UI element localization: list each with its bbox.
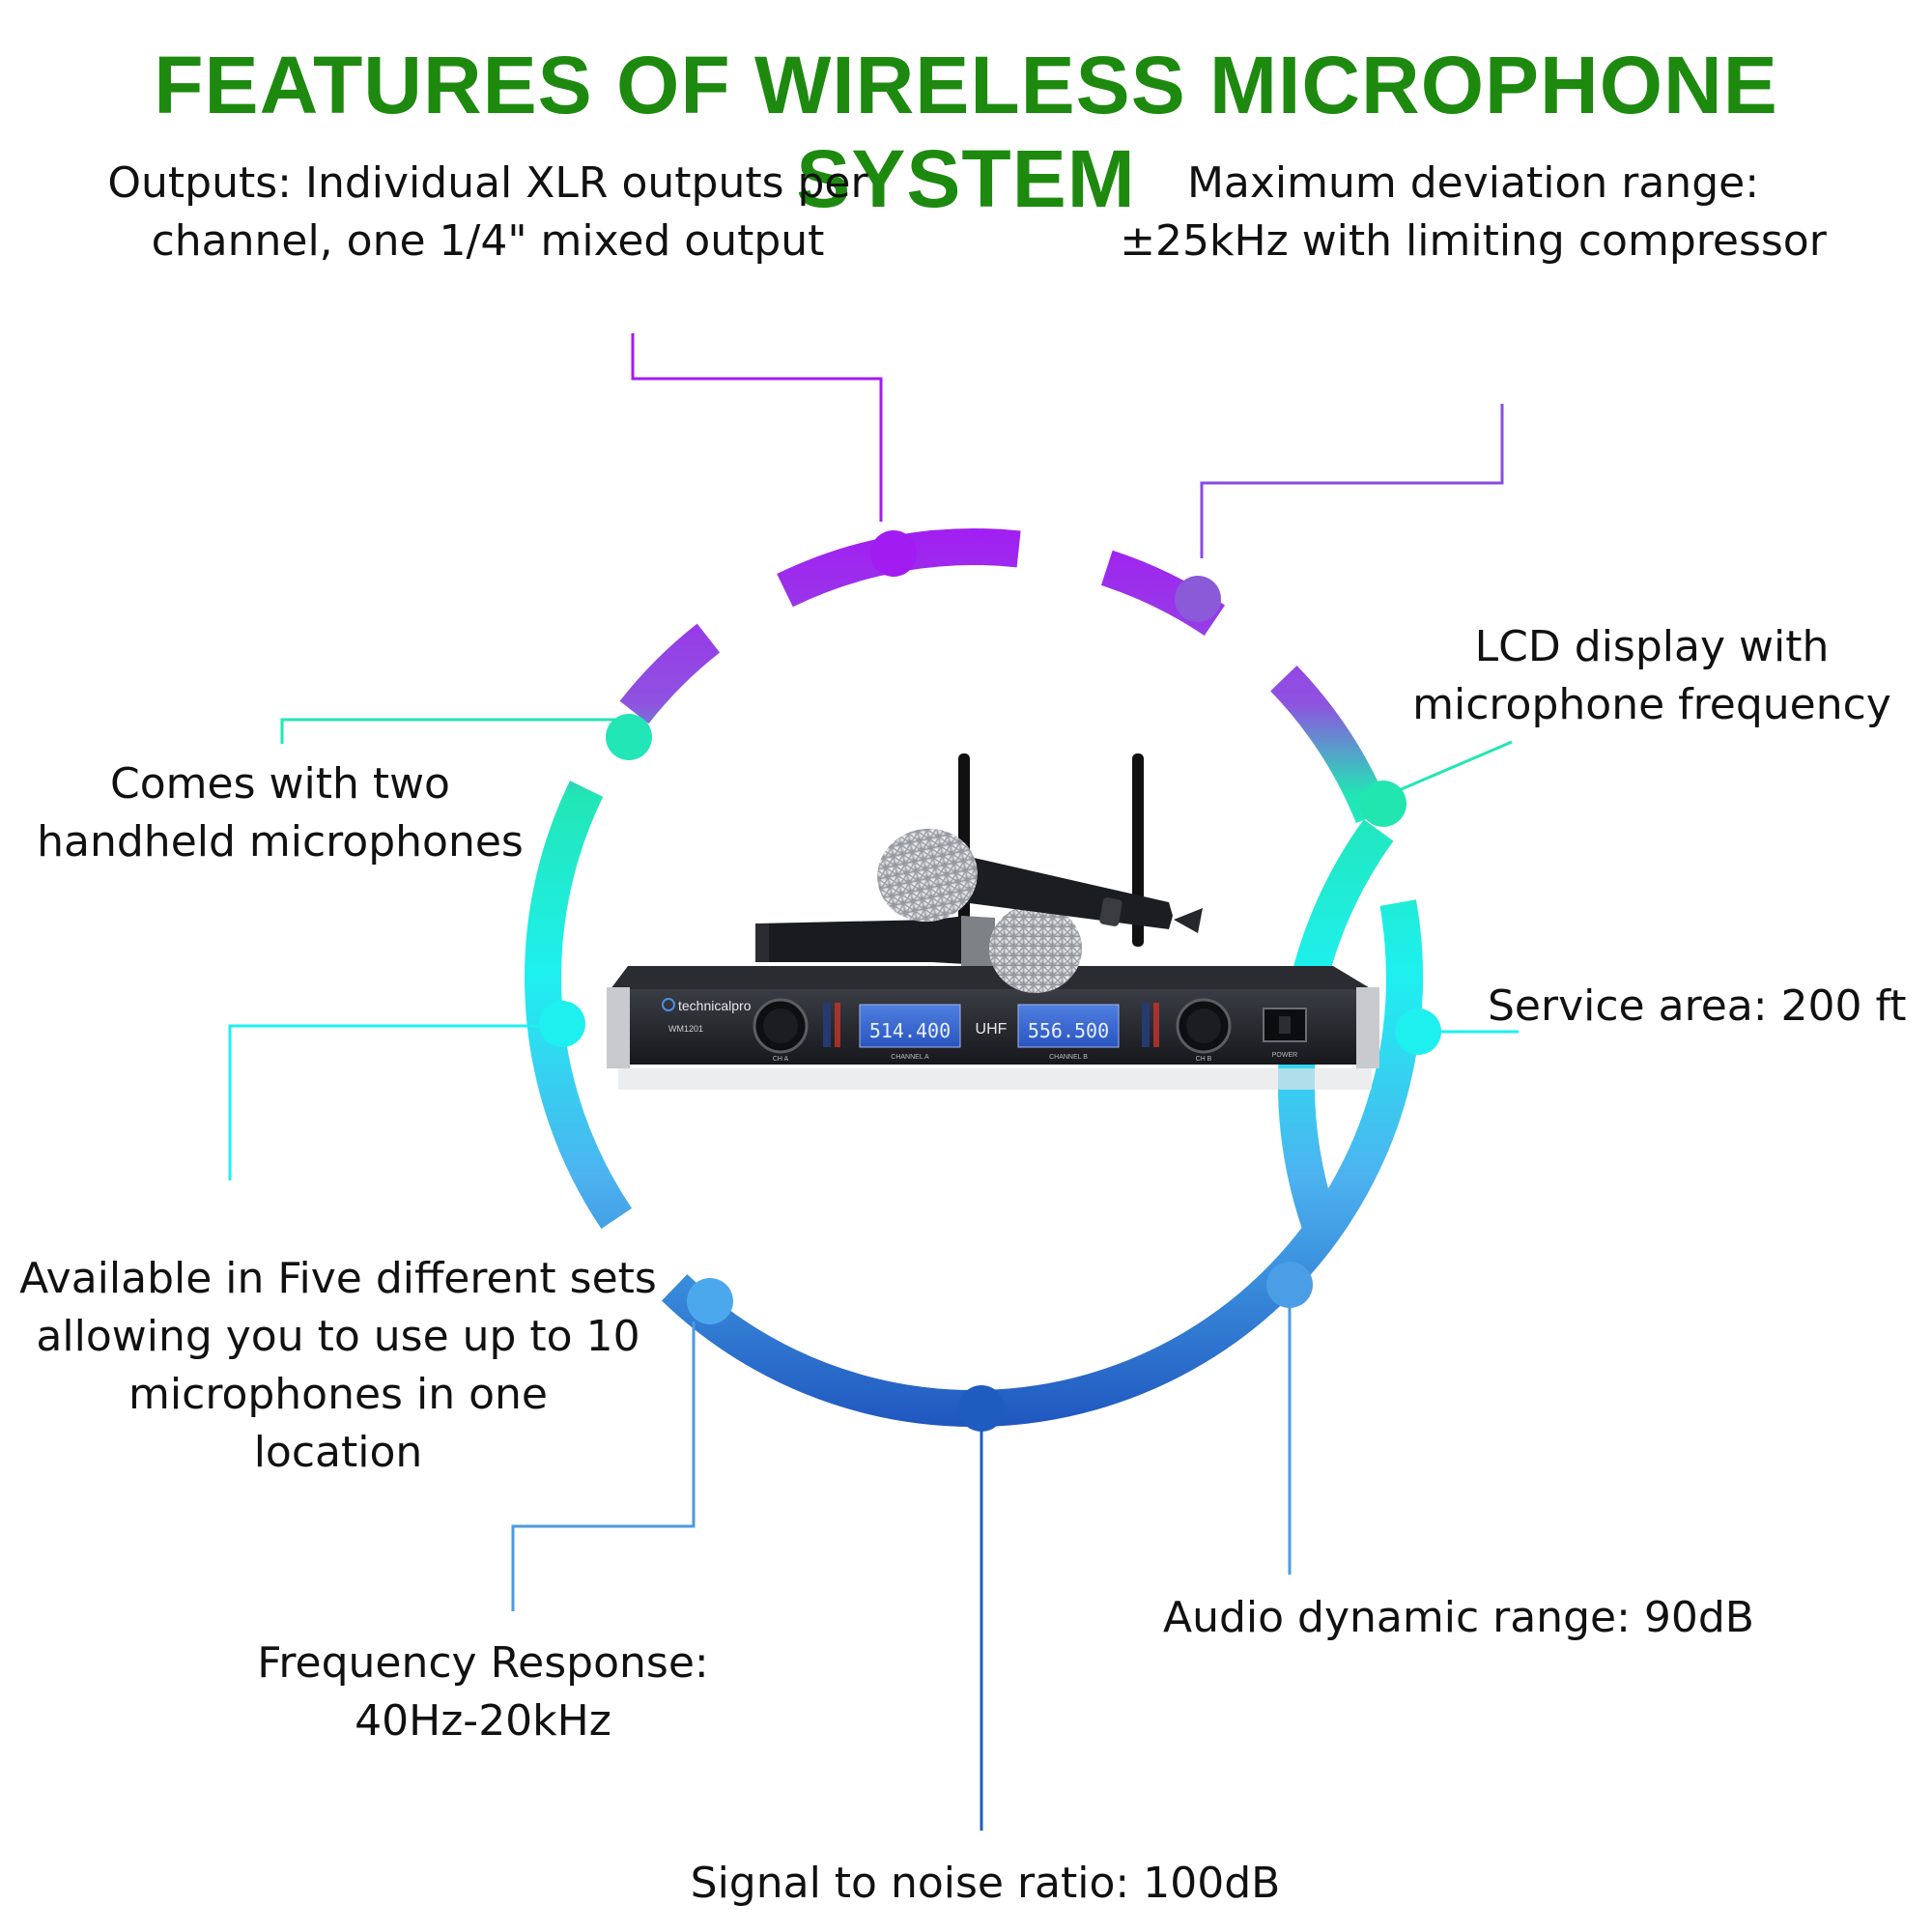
receiver-reflection <box>618 1068 1372 1090</box>
lcd-value-a: 514.400 <box>869 1019 951 1042</box>
ring-arc-segment <box>661 1077 1410 1427</box>
connector-frequency <box>511 1321 696 1611</box>
band-label: UHF <box>976 1021 1008 1037</box>
feature-snr-line: Signal to noise ratio: 100dB <box>690 1859 1281 1908</box>
feature-outputs: Outputs: Individual XLR outputs per chan… <box>68 155 908 270</box>
feature-sets-line: allowing you to use up to 10 <box>36 1312 640 1361</box>
connector-sets <box>228 1024 546 1180</box>
brand-label: technicalpro <box>678 998 752 1013</box>
dot-outputs <box>870 530 917 577</box>
feature-frequency: Frequency Response: 40Hz-20kHz <box>222 1634 744 1750</box>
connector-deviation <box>1200 404 1504 558</box>
receiver-body <box>611 989 1374 1065</box>
model-label: WM1201 <box>668 1024 703 1034</box>
channel-a-label: CHANNEL A <box>891 1054 929 1061</box>
feature-handheld-line: handheld microphones <box>37 817 524 867</box>
ring-dots <box>539 530 1441 1432</box>
dot-lcd <box>1360 781 1406 827</box>
dot-service <box>1395 1009 1441 1055</box>
feature-sets-line: Available in Five different sets <box>19 1254 657 1303</box>
channel-b-label: CHANNEL B <box>1049 1054 1088 1061</box>
mesh-grille-upper <box>877 828 978 923</box>
product-image: technicalpro WM1201 CH A 514.400 CHANNEL… <box>607 753 1379 1090</box>
feature-sets-line: location <box>253 1428 423 1477</box>
dot-sets <box>539 1001 585 1047</box>
power-label: POWER <box>1272 1052 1297 1059</box>
feature-sets-line: microphones in one <box>128 1370 548 1419</box>
knob-b-label: CH B <box>1196 1056 1212 1063</box>
connector-lcd <box>1382 740 1513 799</box>
page-title: FEATURES OF WIRELESS MICROPHONE SYSTEM <box>154 40 1778 224</box>
connector-outputs <box>631 333 883 522</box>
feature-sets: Available in Five different sets allowin… <box>0 1250 676 1482</box>
feature-lcd: LCD display with microphone frequency <box>1391 618 1913 734</box>
feature-service: Service area: 200 ft <box>1488 978 1922 1036</box>
ring-arc-segment <box>1270 665 1391 824</box>
feature-handheld-line: Comes with two <box>110 759 450 809</box>
ring-arc-segment <box>619 623 721 724</box>
feature-frequency-line: 40Hz-20kHz <box>355 1696 611 1746</box>
feature-deviation-line: Maximum deviation range: <box>1186 158 1760 208</box>
lcd-value-b: 556.500 <box>1028 1019 1109 1042</box>
feature-frequency-line: Frequency Response: <box>257 1638 709 1688</box>
dot-deviation <box>1175 576 1221 622</box>
lcd-panel-a <box>859 1004 961 1048</box>
dot-frequency <box>687 1278 733 1324</box>
feature-dynamic: Audio dynamic range: 90dB <box>1111 1589 1806 1647</box>
feature-service-line: Service area: 200 ft <box>1488 981 1907 1031</box>
receiver-top <box>611 966 1372 989</box>
microphone-lower <box>755 904 1082 993</box>
dot-dynamic <box>1266 1262 1313 1308</box>
feature-dynamic-line: Audio dynamic range: 90dB <box>1163 1593 1754 1642</box>
feature-deviation: Maximum deviation range: ±25kHz with lim… <box>1072 155 1874 270</box>
feature-lcd-line: LCD display with <box>1474 622 1830 671</box>
feature-lcd-line: microphone frequency <box>1412 680 1891 729</box>
feature-outputs-line: Outputs: Individual XLR outputs per <box>107 158 868 208</box>
connector-handheld <box>280 718 620 744</box>
ring-arc-segment <box>525 781 633 1230</box>
dot-snr <box>958 1385 1005 1432</box>
knob-a-label: CH A <box>773 1056 789 1063</box>
dot-handheld <box>606 714 652 760</box>
brand-logo: technicalpro <box>662 998 752 1013</box>
microphone-upper <box>877 828 1203 933</box>
rack-ear-right <box>1356 987 1379 1068</box>
feature-outputs-line: channel, one 1/4" mixed output <box>151 216 825 266</box>
rack-ear-left <box>607 987 630 1068</box>
feature-handheld: Comes with two handheld microphones <box>10 755 551 871</box>
feature-snr: Signal to noise ratio: 100dB <box>618 1855 1352 1913</box>
lcd-panel-b <box>1017 1004 1120 1048</box>
feature-deviation-line: ±25kHz with limiting compressor <box>1120 216 1827 266</box>
mesh-grille-lower <box>989 904 1082 993</box>
